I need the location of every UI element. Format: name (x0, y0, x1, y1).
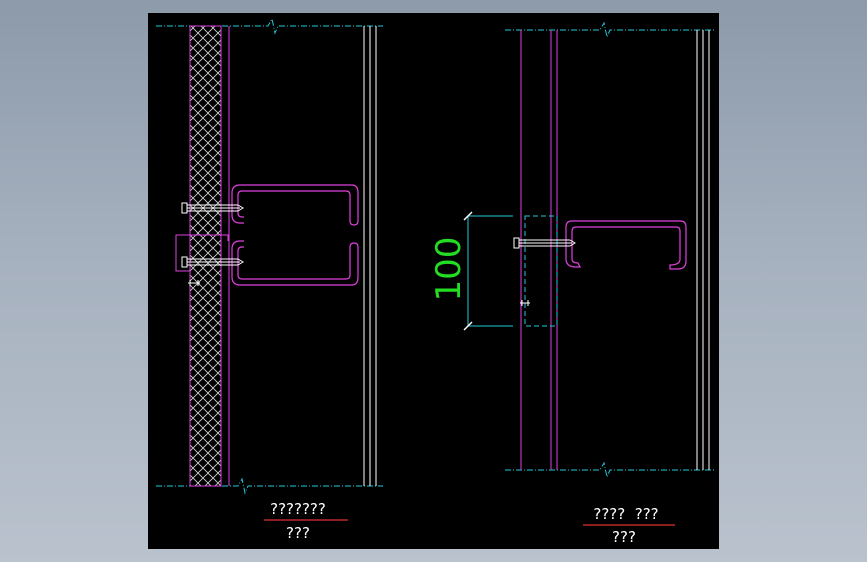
upper-purlin (231, 184, 359, 226)
right-purlin (565, 220, 687, 270)
rivet (188, 280, 200, 286)
right-screw (513, 237, 576, 249)
right-detail: 100 ???? ??? ??? (429, 21, 714, 546)
cad-drawing: ??????? ??? (156, 17, 714, 546)
right-break-line-bottom (505, 461, 714, 479)
left-break-line-top (156, 17, 383, 35)
left-detail-scale: ??? (286, 524, 310, 542)
dimension-label: 100 (429, 237, 469, 302)
dimension-100 (463, 211, 513, 331)
left-detail-title: ??????? (270, 500, 326, 518)
cad-viewport[interactable]: ??????? ??? (148, 13, 719, 549)
lower-purlin (231, 240, 359, 286)
cleat-outline (524, 215, 558, 327)
left-detail: ??????? ??? (156, 17, 383, 542)
right-detail-scale: ??? (612, 528, 636, 546)
joint-flashing (175, 234, 229, 272)
lower-screw (181, 256, 244, 268)
right-rivet (520, 300, 530, 306)
upper-screw (181, 202, 244, 214)
right-detail-title: ???? ??? (593, 505, 658, 523)
right-break-line-top (505, 21, 714, 39)
insulated-panel-core (189, 25, 222, 487)
left-break-line-bottom (156, 477, 383, 495)
